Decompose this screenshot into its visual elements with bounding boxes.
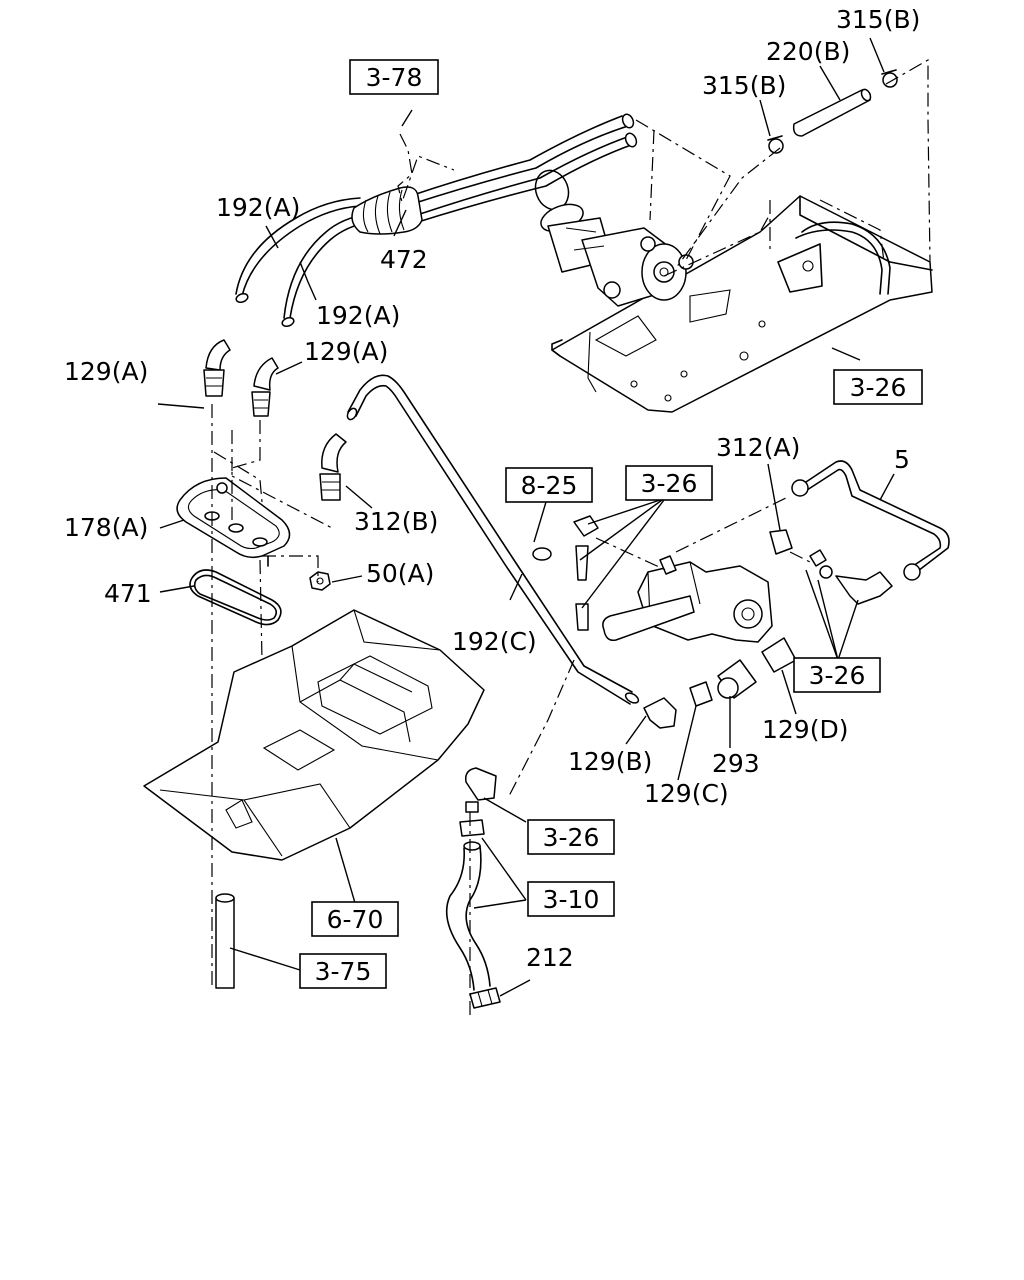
svg-text:3-75: 3-75	[315, 957, 372, 986]
clamp-and-hose-310	[445, 819, 491, 991]
part-label-178a[interactable]: 178(A)	[64, 513, 148, 542]
part-label-129a-left[interactable]: 129(A)	[64, 357, 148, 386]
fitting-129a-left	[203, 339, 231, 397]
boot-472	[351, 186, 423, 235]
part-labels: 315(B) 220(B) 315(B) 192(A) 472 192(A) 1…	[64, 5, 920, 972]
part-label-293[interactable]: 293	[712, 749, 760, 778]
nut-50a	[309, 571, 331, 591]
part-label-315b-top[interactable]: 315(B)	[836, 5, 920, 34]
part-label-129c[interactable]: 129(C)	[644, 779, 729, 808]
svg-text:8-25: 8-25	[521, 471, 578, 500]
part-label-212[interactable]: 212	[526, 943, 574, 972]
fitting-129b	[643, 697, 677, 729]
svg-text:3-26: 3-26	[641, 469, 698, 498]
pipe-5	[791, 460, 950, 581]
fitting-312b	[319, 433, 347, 501]
gasket-471	[189, 569, 282, 626]
ref-box-8-25[interactable]: 8-25	[505, 467, 593, 503]
floor-cover	[143, 609, 485, 861]
ref-box-3-10[interactable]: 3-10	[527, 881, 615, 917]
leader-lines	[157, 37, 895, 997]
hose-192a-pair	[235, 113, 638, 328]
part-label-50a[interactable]: 50(A)	[366, 559, 434, 588]
hose-192c	[346, 374, 640, 705]
ref-box-3-26-right[interactable]: 3-26	[793, 657, 881, 693]
valve-assembly	[534, 169, 694, 307]
sensor-293	[717, 659, 757, 699]
ref-box-3-26-top[interactable]: 3-26	[833, 369, 923, 405]
hose-220b	[792, 88, 872, 137]
ref-box-3-26-mid[interactable]: 3-26	[625, 465, 713, 501]
svg-text:6-70: 6-70	[327, 905, 384, 934]
part-label-312a[interactable]: 312(A)	[716, 433, 800, 462]
control-valve-block	[602, 555, 773, 643]
fitting-129c	[689, 681, 713, 707]
svg-text:3-26: 3-26	[850, 373, 907, 402]
fitting-312a	[769, 529, 793, 555]
ref-box-6-70[interactable]: 6-70	[311, 901, 399, 937]
part-label-220b[interactable]: 220(B)	[766, 37, 850, 66]
ref-box-3-26-low[interactable]: 3-26	[527, 819, 615, 855]
svg-text:3-26: 3-26	[543, 823, 600, 852]
ref-box-3-75[interactable]: 3-75	[299, 953, 387, 989]
svg-text:3-78: 3-78	[366, 63, 423, 92]
fitting-129d	[761, 637, 797, 673]
clamp-212	[469, 987, 501, 1009]
plate-178a	[176, 477, 291, 567]
small-fitting-set	[532, 515, 599, 631]
elbow-fitting	[464, 767, 497, 813]
part-label-312b[interactable]: 312(B)	[354, 507, 438, 536]
part-label-129d[interactable]: 129(D)	[762, 715, 848, 744]
part-label-315b[interactable]: 315(B)	[702, 71, 786, 100]
part-label-472[interactable]: 472	[380, 245, 428, 274]
mounting-bracket-plate	[551, 195, 933, 413]
tee-fittings	[809, 549, 893, 605]
part-label-129a-right[interactable]: 129(A)	[304, 337, 388, 366]
part-label-192a-upper[interactable]: 192(A)	[216, 193, 300, 222]
part-label-471[interactable]: 471	[104, 579, 152, 608]
ref-box-3-78[interactable]: 3-78	[349, 59, 439, 95]
fitting-129a-right	[251, 357, 279, 417]
part-label-192a-lower[interactable]: 192(A)	[316, 301, 400, 330]
part-label-192c[interactable]: 192(C)	[452, 627, 537, 656]
svg-text:3-10: 3-10	[543, 885, 600, 914]
pipe-375	[215, 893, 235, 989]
clamp-315b	[767, 135, 784, 154]
part-label-129b[interactable]: 129(B)	[568, 747, 652, 776]
center-lines	[211, 58, 931, 1020]
svg-text:3-26: 3-26	[809, 661, 866, 690]
part-label-5[interactable]: 5	[894, 445, 910, 474]
